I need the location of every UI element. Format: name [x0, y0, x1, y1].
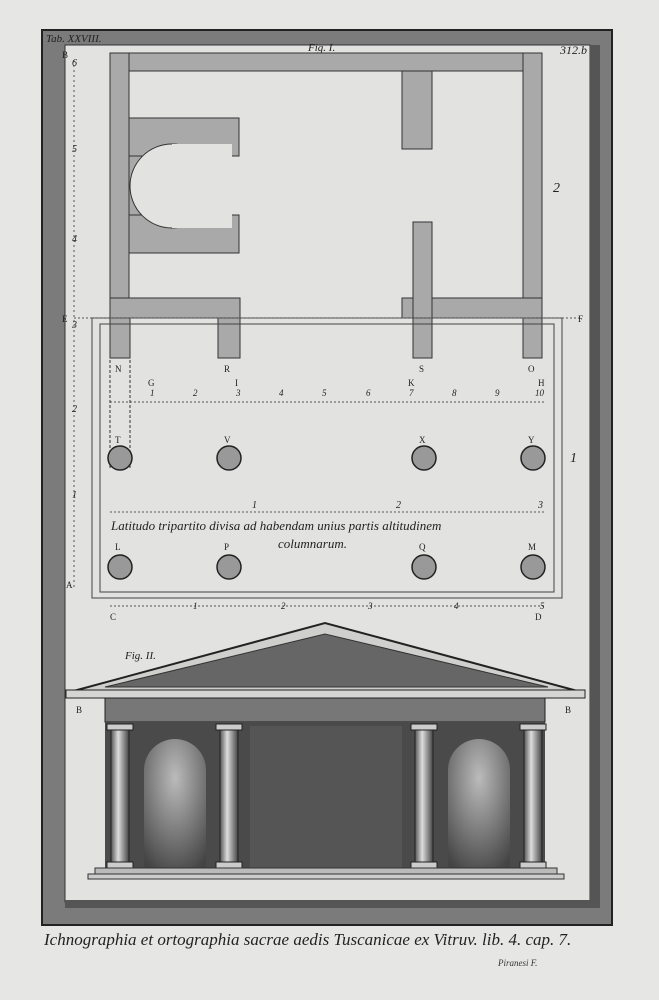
label-cella-2: 2 [553, 181, 560, 196]
svg-text:1: 1 [193, 601, 198, 611]
bottom-scale: C 1 2 3 4 5 D [110, 601, 545, 622]
temple-elevation [65, 621, 586, 880]
svg-text:2: 2 [193, 388, 198, 398]
grid-letters: G I K H [148, 378, 545, 388]
inscription-line-1: Latitudo tripartito divisa ad habendam u… [110, 518, 441, 533]
svg-text:4: 4 [279, 388, 284, 398]
svg-text:H: H [538, 378, 545, 388]
svg-text:Q: Q [419, 542, 426, 552]
inscription-line-2: columnarum. [278, 536, 347, 551]
fig2-label-b-right: B [565, 705, 571, 715]
scale-4: 4 [72, 234, 77, 245]
scale-3: 3 [71, 320, 77, 331]
scale-2: 2 [72, 404, 77, 415]
cella-plan [109, 52, 543, 359]
svg-text:L: L [115, 542, 121, 552]
svg-text:O: O [528, 364, 535, 374]
third-scale: 1 2 3 [252, 500, 543, 511]
svg-text:3: 3 [235, 388, 241, 398]
svg-text:7: 7 [409, 388, 414, 398]
svg-text:R: R [224, 364, 230, 374]
svg-text:3: 3 [537, 500, 543, 511]
svg-text:2: 2 [281, 601, 286, 611]
svg-text:1: 1 [150, 388, 155, 398]
svg-text:10: 10 [535, 388, 545, 398]
plate-number: 312.b [559, 43, 587, 57]
svg-text:2: 2 [396, 500, 401, 511]
svg-text:T: T [115, 435, 121, 445]
svg-text:G: G [148, 378, 155, 388]
engraver-signature: Piranesi F. [498, 958, 538, 968]
svg-text:K: K [408, 378, 415, 388]
svg-text:D: D [535, 612, 542, 622]
svg-text:S: S [419, 364, 424, 374]
back-column-letters: L P Q M [115, 542, 536, 552]
scale-letter-a: A [66, 580, 73, 590]
label-f: F [578, 314, 583, 324]
svg-text:8: 8 [452, 388, 457, 398]
svg-text:6: 6 [366, 388, 371, 398]
svg-text:5: 5 [322, 388, 327, 398]
svg-text:3: 3 [367, 601, 373, 611]
scale-1: 1 [72, 490, 77, 501]
fig2-title: Fig. II. [124, 650, 156, 662]
svg-text:1: 1 [252, 500, 257, 511]
svg-text:N: N [115, 364, 122, 374]
plate-caption: Ichnographia et ortographia sacrae aedis… [44, 930, 572, 949]
svg-text:M: M [528, 542, 536, 552]
plate-tab-label: Tab. XXVIII. [46, 33, 102, 45]
scale-letter-b: B [62, 50, 68, 60]
svg-text:5: 5 [540, 601, 545, 611]
scale-5: 5 [72, 144, 77, 155]
svg-text:9: 9 [495, 388, 500, 398]
plan-columns [107, 445, 546, 580]
front-column-letters: T V X Y [115, 435, 535, 445]
svg-text:V: V [224, 435, 231, 445]
label-portico-1: 1 [570, 451, 577, 466]
grid-numbers: 1 2 3 4 5 6 7 8 9 10 [150, 388, 545, 398]
svg-text:P: P [224, 542, 229, 552]
svg-text:Y: Y [528, 435, 535, 445]
fig2-label-b-left: B [76, 705, 82, 715]
svg-text:I: I [235, 378, 238, 388]
scale-letter-e: E [62, 314, 68, 324]
svg-text:X: X [419, 435, 426, 445]
fig1-title: Fig. I. [307, 42, 335, 54]
svg-text:4: 4 [454, 601, 459, 611]
wall-letters: N R S O [115, 364, 535, 374]
svg-text:C: C [110, 612, 116, 622]
scale-6: 6 [72, 58, 77, 69]
